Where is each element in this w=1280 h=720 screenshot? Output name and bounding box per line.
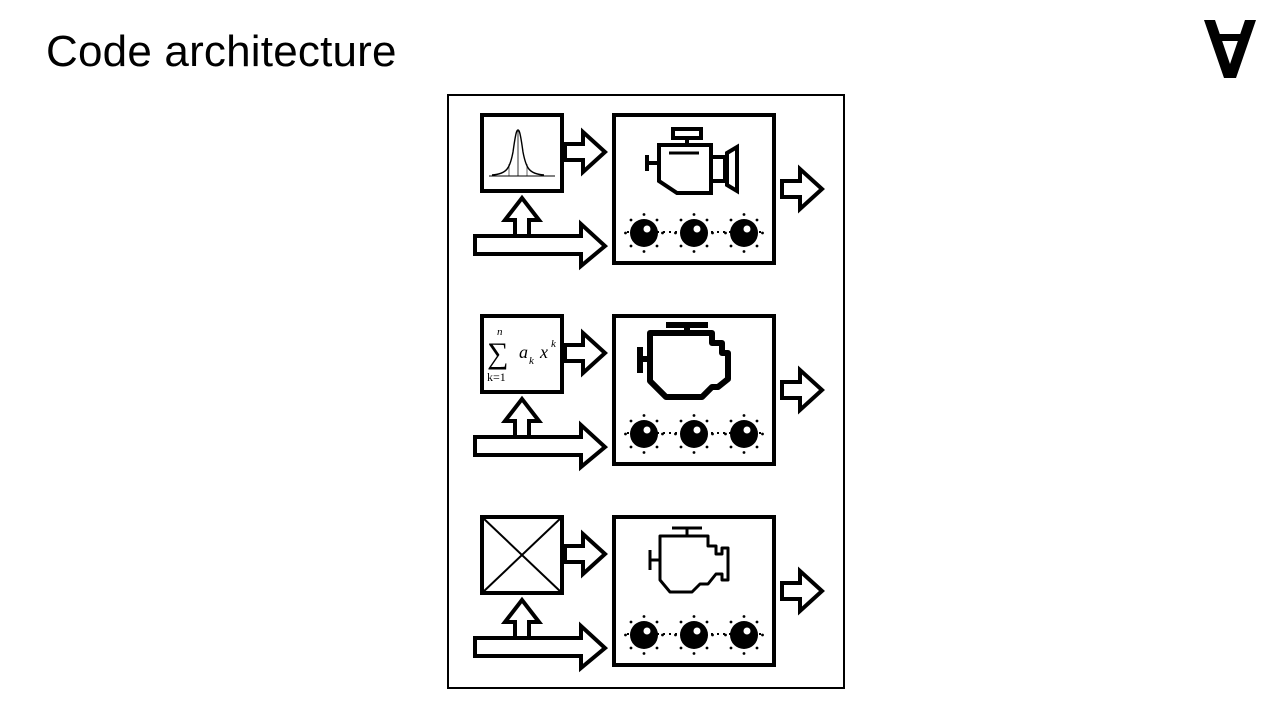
tuning-knob: [630, 420, 658, 448]
upper-limit: n: [497, 326, 503, 338]
tuning-knob: [730, 420, 758, 448]
tuning-knob: [730, 621, 758, 649]
crossed-box-icon: [480, 515, 564, 595]
engine-icon: [648, 526, 730, 594]
pipeline-row-3: [473, 515, 824, 670]
knob-row: [624, 414, 764, 454]
turned-a-logo-icon: [1204, 20, 1256, 78]
variable: x: [539, 342, 548, 362]
tuning-knob: [630, 621, 658, 649]
sum-symbol: ∑: [487, 337, 508, 370]
knob-row: [624, 213, 764, 253]
engine-icon: [637, 322, 731, 400]
architecture-diagram: ∑ n k=1 a k x k: [447, 94, 845, 689]
tuning-knob: [730, 219, 758, 247]
variable-superscript: k: [551, 338, 557, 350]
gaussian-plot-icon: [480, 113, 564, 193]
polynomial-formula-icon: [480, 314, 564, 394]
pipeline-row-1: [473, 113, 824, 268]
engine-icon: [645, 127, 739, 195]
slide-title: Code architecture: [46, 27, 397, 76]
pipeline-row-2: ∑ n k=1 a k x k: [473, 314, 824, 469]
tuning-knob: [680, 621, 708, 649]
lower-limit: k=1: [487, 370, 506, 384]
coefficient: a: [519, 342, 528, 362]
tuning-knob: [680, 219, 708, 247]
tuning-knob: [680, 420, 708, 448]
knob-row: [624, 615, 764, 655]
coefficient-subscript: k: [529, 355, 535, 367]
tuning-knob: [630, 219, 658, 247]
